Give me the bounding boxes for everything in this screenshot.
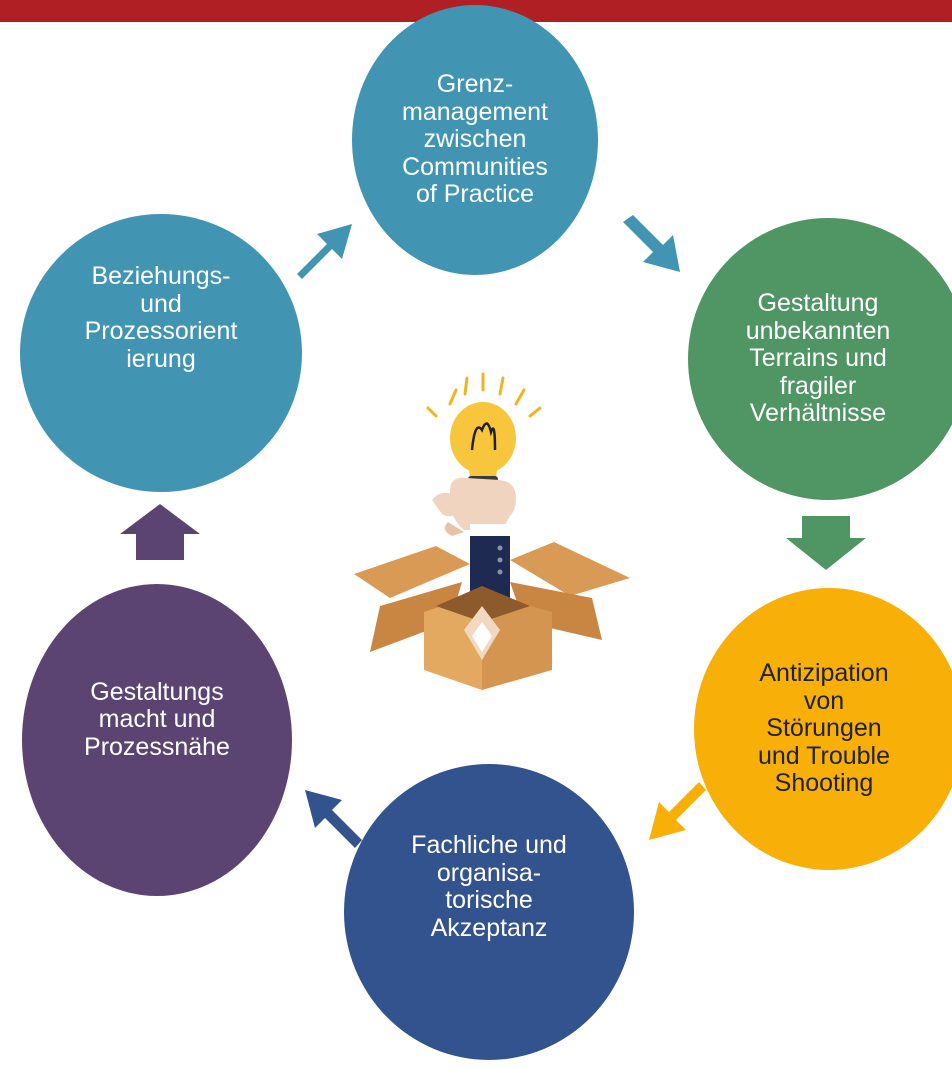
node-line: Verhältnisse (749, 399, 887, 428)
node-line: zwischen (423, 125, 527, 154)
node-line: Akzeptanz (430, 913, 548, 942)
node-line: torische (445, 886, 533, 914)
center-illustration (354, 372, 630, 690)
open-box-icon (354, 542, 630, 690)
node-antizipation: Antizipation von Störungen und Trouble S… (694, 588, 952, 870)
node-line: Antizipation (759, 659, 889, 688)
node-line: Fachliche und (411, 831, 567, 859)
arrow-right (786, 516, 866, 570)
node-line: fragiler (779, 371, 857, 400)
node-line: Grenz- (436, 70, 514, 99)
node-line: Beziehungs- (91, 262, 231, 290)
node-beziehung: Beziehungs- und Prozessorient ierung (20, 214, 302, 492)
node-line: macht und (98, 705, 216, 734)
node-line: und (140, 289, 182, 318)
node-akzeptanz: Fachliche und organisa- torische Akzepta… (344, 764, 634, 1060)
node-line: von (803, 686, 845, 715)
node-line: unbekannten (745, 316, 891, 345)
arrow-left (120, 504, 200, 560)
arrow-top-left (297, 224, 352, 279)
node-line: Prozessorient (84, 317, 238, 345)
node-line: Prozessnähe (84, 732, 230, 761)
node-line: organisa- (436, 858, 542, 887)
node-line: of Practice (415, 180, 535, 209)
node-line: management (402, 97, 548, 126)
node-line: Störungen (766, 714, 882, 743)
node-line: und Trouble (757, 741, 891, 770)
node-gestaltungsmacht: Gestaltungs macht und Prozessnähe (22, 584, 292, 896)
node-line: ierung (126, 344, 196, 373)
node-line: Communities (402, 152, 548, 181)
node-grenzmanagement: Grenz- management zwischen Communities o… (352, 5, 598, 275)
node-line: Gestaltungs (90, 677, 224, 706)
node-line: Gestaltung (757, 289, 879, 318)
node-gestaltung-terrain: Gestaltung unbekannten Terrains und frag… (688, 218, 952, 500)
lightbulb-icon (426, 372, 542, 499)
node-line: Shooting (774, 769, 874, 798)
arrow-bottom-left (305, 790, 362, 848)
arrow-bottom-right (649, 782, 706, 840)
node-line: Terrains und (749, 344, 887, 373)
arrow-top-right (623, 215, 680, 272)
